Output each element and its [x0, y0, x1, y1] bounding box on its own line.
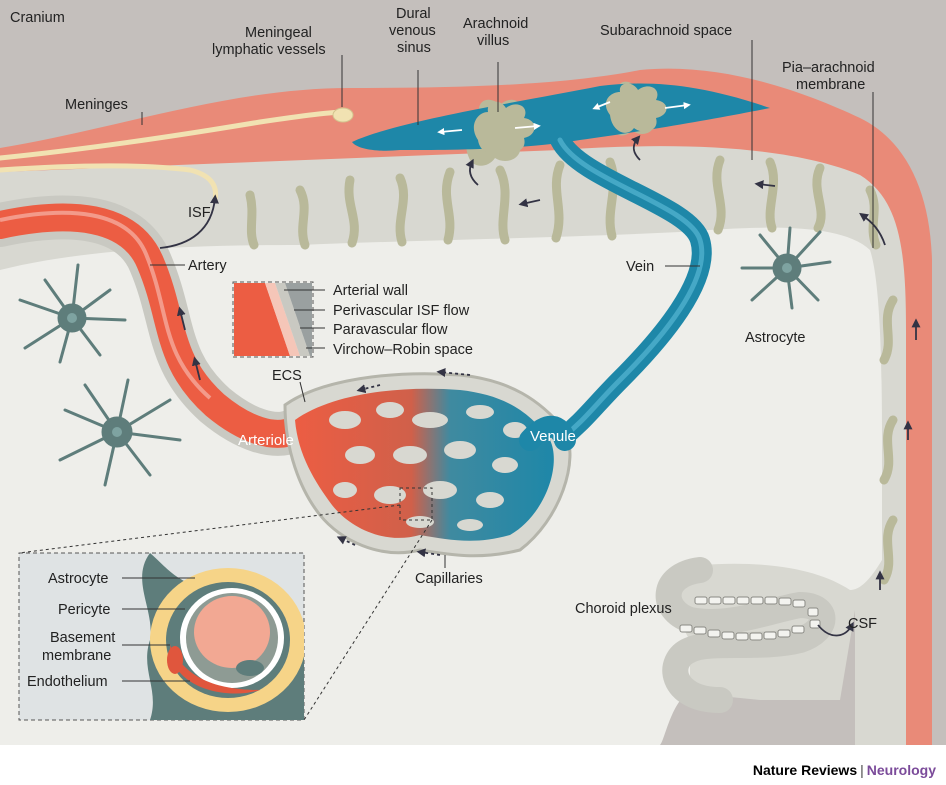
- pia-arachnoid-label-1: Pia–arachnoid: [782, 60, 875, 76]
- capillary-cross-section: [142, 553, 304, 720]
- paravascular-label: Paravascular flow: [333, 322, 448, 338]
- virchow-robin-label: Virchow–Robin space: [333, 342, 473, 358]
- capillary-zoom-box: [399, 487, 433, 521]
- inset-basement-label-2: membrane: [42, 648, 111, 664]
- arachnoid-villus-overlay: [473, 101, 535, 154]
- leader-lines: [141, 40, 874, 568]
- meningeal-lymphatic-label-2: lymphatic vessels: [212, 42, 326, 58]
- sinus-flow-arrows: [437, 101, 691, 136]
- vein-label: Vein: [626, 259, 654, 275]
- choroid-plexus: [679, 596, 821, 641]
- venule-label: Venule: [530, 428, 576, 445]
- isf-label: ISF: [188, 205, 211, 221]
- astrocyte-label: Astrocyte: [745, 330, 805, 346]
- journal-subject: Neurology: [866, 762, 936, 778]
- arachnoid-villus-label-2: villus: [477, 33, 509, 49]
- astrocyte-cell-left-top: [18, 263, 127, 364]
- lymphatic-vessel-end: [332, 107, 354, 123]
- arachnoid-trabeculae: [245, 155, 898, 585]
- inset-leaders: [122, 577, 195, 682]
- capillaries-label: Capillaries: [415, 571, 483, 587]
- journal-name: Nature Reviews: [752, 762, 858, 778]
- artery-vessel: [0, 203, 309, 448]
- ecs-label: ECS: [272, 368, 302, 384]
- choroid-plexus-fold: [655, 557, 836, 713]
- dural-sinus-label-1: Dural: [396, 6, 431, 22]
- pia-arachnoid-label-2: membrane: [796, 77, 865, 93]
- csf-label: CSF: [848, 616, 877, 632]
- venule-vessel: [519, 415, 576, 451]
- meningeal-lymphatic-vessels: [0, 109, 348, 203]
- artery-detail: [234, 283, 312, 356]
- arachnoid-villus-label-1: Arachnoid: [463, 16, 528, 32]
- meninges-layer: [0, 68, 932, 745]
- astrocyte-cell-left-bottom: [58, 378, 182, 487]
- inset-pericyte-label: Pericyte: [58, 602, 110, 618]
- dural-venous-sinus: [352, 83, 770, 151]
- meningeal-lymphatic-label-1: Meningeal: [245, 25, 312, 41]
- arterial-wall-label: Arterial wall: [333, 283, 408, 299]
- arachnoid-villus-overlay-2: [605, 83, 667, 133]
- capillary-holes: [329, 402, 527, 531]
- flow-arrows: [159, 135, 921, 637]
- artery-label: Artery: [188, 258, 227, 274]
- astrocyte-cell-right: [740, 226, 832, 310]
- perivascular-isf-label: Perivascular ISF flow: [333, 303, 470, 319]
- dural-sinus-label-3: sinus: [397, 40, 431, 56]
- choroid-plexus-label: Choroid plexus: [575, 601, 672, 617]
- footer-separator: |: [860, 762, 864, 778]
- cranium-label: Cranium: [10, 10, 65, 26]
- brain-fluid-diagram: Cranium Meningeal lymphatic vessels Dura…: [0, 0, 946, 745]
- subarachnoid-space-label: Subarachnoid space: [600, 23, 732, 39]
- inset-basement-label-1: Basement: [50, 630, 115, 646]
- dural-sinus-label-2: venous: [389, 23, 436, 39]
- inset-endothelium-label: Endothelium: [27, 674, 108, 690]
- arteriole-label: Arteriole: [238, 432, 294, 449]
- meninges-label: Meninges: [65, 97, 128, 113]
- inset-astrocyte-label: Astrocyte: [48, 571, 108, 587]
- journal-footer: Nature Reviews|Neurology: [753, 762, 936, 778]
